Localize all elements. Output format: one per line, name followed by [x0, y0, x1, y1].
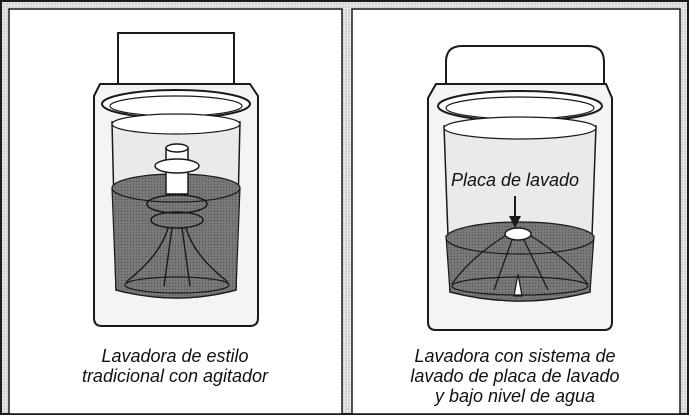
washer-console: [117, 32, 235, 92]
washplate-washer-illustration: [427, 45, 613, 331]
agitator-washer-illustration: [93, 32, 259, 327]
caption-line: Lavadora con sistema de: [414, 346, 616, 366]
washer-console: [445, 45, 605, 91]
left-caption: Lavadora de estilo tradicional con agita…: [20, 346, 330, 386]
caption-line: y bajo nivel de agua: [434, 386, 596, 406]
wash-plate-label: Placa de lavado: [450, 170, 580, 190]
caption-line: lavado de placa de lavado: [410, 366, 620, 386]
wash-plate: [504, 227, 532, 241]
caption-line: tradicional con agitador: [81, 366, 269, 386]
agitator-base: [125, 227, 229, 287]
right-caption: Lavadora con sistema de lavado de placa …: [360, 346, 670, 406]
caption-line: Lavadora de estilo: [101, 346, 249, 366]
